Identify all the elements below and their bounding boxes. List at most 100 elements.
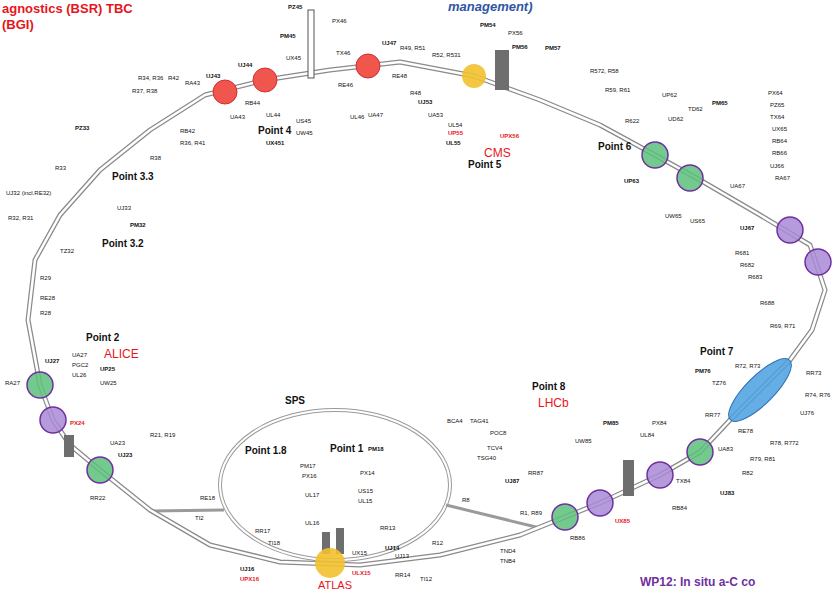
structure-label: BCA4 [447,418,463,424]
structure-label: UJ83 [720,490,734,496]
structure-label: TX46 [336,50,350,56]
point-label: Point 7 [700,347,733,357]
purple-marker [40,407,66,433]
point-label: Point 1 [330,444,363,454]
structure-label: R29 [40,275,51,281]
structure-label: UL84 [640,432,654,438]
structure-label: R33 [55,165,66,171]
structure-label: UX45 [286,55,301,61]
structure-label: R8 [462,497,470,503]
structure-label: UA27 [72,352,87,358]
experiment-label: ATLAS [318,580,352,591]
point-label: SPS [285,396,305,406]
structure-label: UJ27 [45,358,59,364]
structure-label: TX64 [770,114,784,120]
structure-label: POC8 [490,430,506,436]
structure-label: UJ47 [382,40,396,46]
structure-label: UW25 [100,380,117,386]
structure-label: UA43 [230,114,245,120]
red-marker [356,54,380,78]
heading-text: management) [448,0,533,13]
structure-label: PM56 [512,44,528,50]
structure-label: UX15 [352,550,367,556]
structure-label: RE28 [40,295,55,301]
structure-label: PM85 [603,420,619,426]
structure-label: UL44 [266,112,280,118]
structure-label: TI12 [420,576,432,582]
purple-marker [647,462,673,488]
point-label: Point 3.3 [112,172,154,182]
structure-label: TND4 [500,548,516,554]
point-label: Point 1.8 [245,446,287,456]
structure-label: RB42 [180,128,195,134]
structure-label: US65 [690,218,705,224]
structure-label: TCV4 [487,445,502,451]
structure-label: R688 [760,300,774,306]
structure-label: PX84 [652,420,667,426]
structure-label: PX16 [302,473,317,479]
structure-label: UL46 [350,114,364,120]
structure-label: PM45 [280,33,296,39]
point-label: Point 8 [532,382,565,392]
heading-text: (BGI) [2,18,34,31]
structure-label: UJ33 [117,205,131,211]
purple-marker [805,249,831,275]
structure-label: UJ53 [418,99,432,105]
structure-label: UA47 [368,112,383,118]
blue-marker [720,350,799,429]
structure-label: TZ76 [712,380,726,386]
structure-label: RE46 [338,82,353,88]
structure-label: TZ32 [60,248,74,254]
structure-label: PX46 [332,18,347,24]
structure-label: RR13 [380,525,395,531]
purple-marker [777,217,803,243]
structure-label: R52, R531 [432,52,461,58]
structure-label: RA43 [185,80,200,86]
structure-label: RB64 [772,138,787,144]
structure-label: R74, R76 [805,392,830,398]
structure-label: TSG40 [477,455,496,461]
structure-label: R34, R36 [138,75,163,81]
structure-label: R78, R772 [770,440,799,446]
sps-ring [220,410,450,560]
structure-label: UJ23 [118,452,132,458]
structure-label: UJ13 [395,553,409,559]
structure-label: R28 [40,310,51,316]
structure-label: R12 [432,540,443,546]
green-marker [642,142,668,168]
green-marker [27,372,53,398]
structure-label: ULX15 [352,570,371,576]
structure-label: UPX56 [500,133,519,139]
structure-label: PM32 [130,222,146,228]
structure-label: TI18 [268,540,280,546]
access-shaft [308,10,314,78]
structure-label: R32, R31 [8,215,33,221]
access-shaft [64,435,74,457]
structure-label: UA53 [428,112,443,118]
structure-label: UJ66 [770,163,784,169]
structure-label: US15 [358,488,373,494]
structure-label: TNB4 [500,558,515,564]
structure-label: PM17 [300,463,316,469]
point-label: Point 2 [86,333,119,343]
green-marker [552,504,578,530]
structure-label: RR17 [255,528,270,534]
point-label: Point 3.2 [102,239,144,249]
structure-label: R82 [742,470,753,476]
structure-label: PX64 [768,90,783,96]
experiment-label: ALICE [104,348,139,360]
sps-ring-inner [220,410,450,560]
point-label: Point 4 [258,126,291,136]
structure-label: R79, R81 [750,456,775,462]
structure-label: RR14 [395,572,410,578]
structure-label: RE78 [738,428,753,434]
structure-label: TAG41 [470,418,489,424]
structure-label: R681 [735,250,749,256]
access-shaft [495,50,509,90]
structure-label: R72, R73 [735,363,760,369]
access-shaft [623,460,634,496]
structure-label: UW65 [665,213,682,219]
structure-label: R49, R51 [400,45,425,51]
